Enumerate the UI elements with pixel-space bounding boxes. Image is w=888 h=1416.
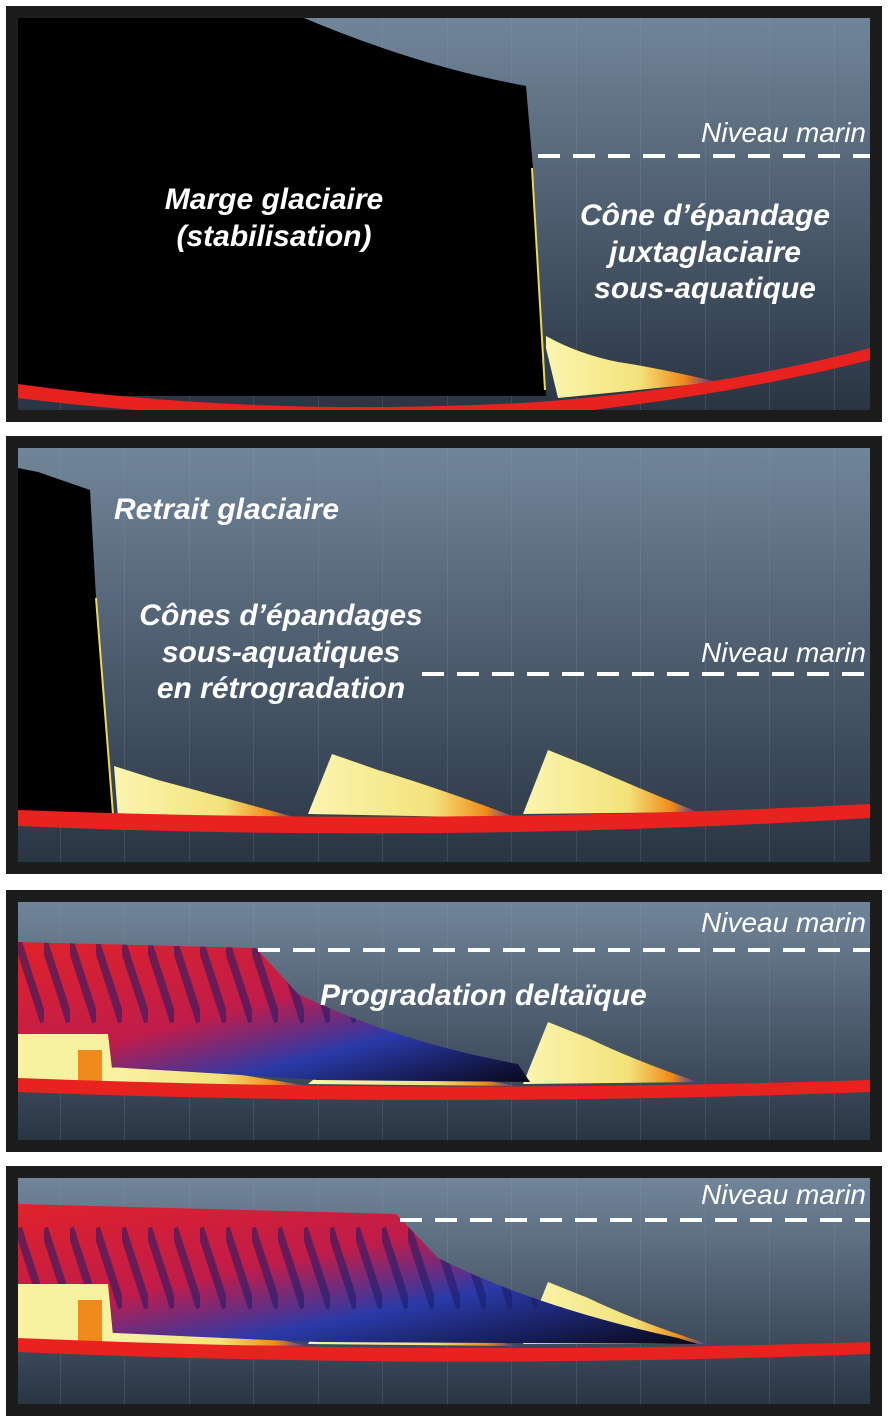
fan-label: Cône d’épandage juxtaglaciaire sous-aqua… [560,198,850,308]
fan-2 [308,754,518,818]
bedrock [18,1338,870,1362]
delta-progradation-label: Progradation deltaïque [320,979,647,1012]
ice-margin-label: Marge glaciaire (stabilisation) [134,182,414,255]
retrograding-fans-label: Cônes d’épandages sous-aquatiques en rét… [118,598,444,708]
fan-1 [114,766,298,818]
panel-ice-margin: Niveau marin Marge glaciaire (stabilisat… [6,6,882,422]
panel-delta-progradation: Niveau marin Progradation deltaïque [6,890,882,1152]
fan-orange-core [78,1300,102,1344]
sea-level-label: Niveau marin [701,907,866,938]
sea-level-label: Niveau marin [701,1179,866,1210]
panel-delta-final: Niveau marin [6,1166,882,1416]
fans-line-2: sous-aquatiques [161,635,401,669]
fans-line-3: en rétrogradation [156,672,406,706]
delta-foresets [18,1204,698,1344]
ice-margin-line-2: (stabilisation) [176,219,372,253]
ice-front [531,167,546,391]
panel-2-drawing [18,448,870,862]
panel-3-drawing [18,902,870,1140]
delta-foresets [18,942,530,1082]
glacier-ice [18,18,546,396]
ice-front [95,597,114,815]
bedrock [18,348,870,410]
bedrock [18,1078,870,1100]
ice-margin-line-1: Marge glaciaire [164,183,384,216]
juxtaglacial-fan [546,336,718,398]
retreat-label: Retrait glaciaire [114,493,340,526]
fan-line-1: Cône d’épandage [579,199,831,232]
fan-line-3: sous-aquatique [594,272,816,306]
fans-line-1: Cônes d’épandages [139,599,423,632]
fan-3 [523,750,698,814]
fan-line-2: juxtaglaciaire [609,235,801,269]
sea-level-label: Niveau marin [701,637,866,668]
panel-4-drawing [18,1178,870,1404]
panel-glacial-retreat: Retrait glaciaire Cônes d’épandages sous… [6,436,882,874]
glacier-ice [18,468,114,818]
panel-1-drawing [18,18,870,410]
fan-orange-core [78,1050,102,1084]
sea-level-label: Niveau marin [701,117,866,148]
fan-3 [523,1022,698,1084]
bedrock [18,804,870,834]
